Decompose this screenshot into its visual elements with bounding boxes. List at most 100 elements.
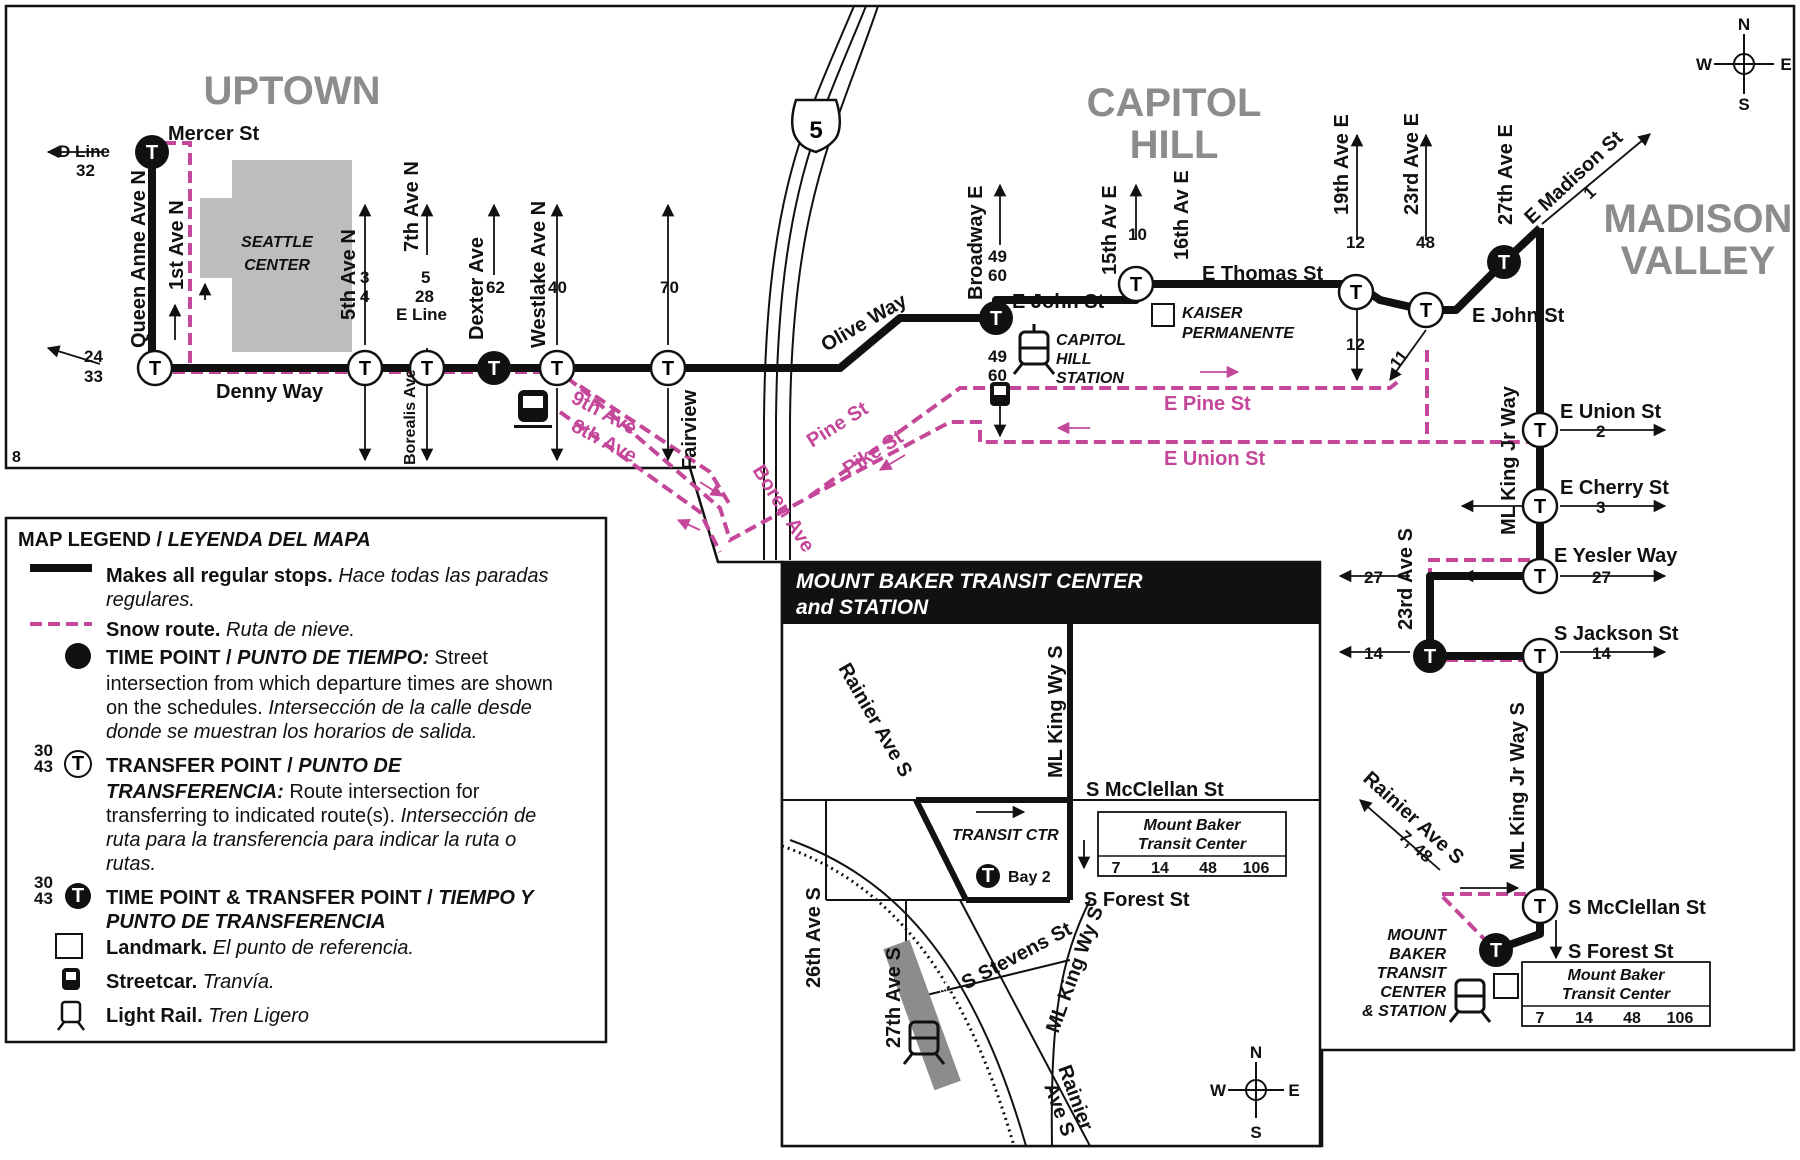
svg-text:T: T — [1424, 646, 1436, 668]
compass-icon: N S E W — [1696, 15, 1792, 114]
light-rail-icon-mtbaker — [1448, 978, 1492, 1023]
svg-text:11: 11 — [1386, 347, 1412, 373]
svg-text:TIME POINT & TRANSFER POINT /: TIME POINT & TRANSFER POINT / TIEMPO Y — [106, 887, 535, 909]
svg-text:Broadway E: Broadway E — [965, 186, 987, 300]
transfer-point-mcclellan: T — [1521, 887, 1559, 925]
tt-point-dexter: T — [477, 351, 511, 385]
svg-text:T: T — [1350, 282, 1362, 304]
svg-text:Queen Anne Ave N: Queen Anne Ave N — [128, 170, 150, 348]
streetcar-icon — [514, 390, 552, 428]
district-madison-1: MADISON — [1604, 197, 1793, 241]
tt-point-27th: T — [1487, 245, 1521, 279]
svg-text:T: T — [1130, 274, 1142, 296]
svg-text:TIME POINT / PUNTO DE TIEMPO:: TIME POINT / PUNTO DE TIEMPO: Street — [106, 647, 488, 669]
mtbaker-routes-table: Mount Baker Transit Center 7 14 48 106 — [1521, 961, 1711, 1027]
svg-text:27: 27 — [1364, 568, 1383, 587]
svg-text:regulares.: regulares. — [106, 589, 195, 611]
svg-text:E: E — [1780, 55, 1791, 74]
svg-text:27th Ave E: 27th Ave E — [1495, 124, 1517, 225]
svg-text:43: 43 — [34, 889, 53, 908]
light-rail-icon — [1012, 324, 1056, 375]
svg-text:30: 30 — [34, 873, 53, 892]
svg-text:T: T — [1534, 896, 1546, 918]
svg-text:S: S — [1250, 1123, 1261, 1142]
svg-text:7th Ave N: 7th Ave N — [401, 161, 423, 252]
svg-text:T: T — [488, 358, 500, 380]
transfer-point-19th: T — [1337, 273, 1375, 311]
transfer-point-15th: T — [1117, 265, 1155, 303]
svg-text:12: 12 — [1346, 335, 1365, 354]
transfer-point-jackson: T — [1521, 637, 1559, 675]
mount-baker-inset: MOUNT BAKER TRANSIT CENTER and STATION R… — [780, 560, 1322, 1148]
svg-text:23rd Ave E: 23rd Ave E — [1401, 113, 1423, 215]
svg-text:Westlake Ave N: Westlake Ave N — [528, 201, 550, 348]
svg-text:E Union St: E Union St — [1164, 448, 1265, 470]
district-capitol-2: HILL — [1130, 123, 1219, 167]
district-uptown: UPTOWN — [203, 69, 380, 113]
transfer-point-cherry: T — [1521, 487, 1559, 525]
svg-text:Snow route. Ruta de nieve.: Snow route. Ruta de nieve. — [106, 619, 355, 641]
svg-text:7: 7 — [1112, 860, 1121, 877]
svg-text:14: 14 — [1364, 644, 1383, 663]
svg-text:3: 3 — [1596, 498, 1605, 517]
svg-text:T: T — [421, 358, 433, 380]
svg-text:T: T — [1534, 646, 1546, 668]
svg-text:70: 70 — [660, 278, 679, 297]
svg-text:Dexter Ave: Dexter Ave — [466, 237, 488, 340]
page-number: 8 — [12, 449, 21, 466]
svg-text:TRANSIT CTR: TRANSIT CTR — [952, 827, 1059, 844]
svg-text:BAKER: BAKER — [1389, 946, 1446, 963]
svg-text:E Thomas St: E Thomas St — [1202, 263, 1323, 285]
svg-text:S Forest St: S Forest St — [1084, 889, 1190, 911]
capitol-station-label-1: CAPITOL — [1056, 332, 1126, 349]
svg-text:Streetcar. Tranvía.: Streetcar. Tranvía. — [106, 971, 275, 993]
svg-text:T: T — [551, 358, 563, 380]
svg-text:MOUNT BAKER TRANSIT CENTER: MOUNT BAKER TRANSIT CENTER — [796, 570, 1143, 593]
svg-text:E Yesler Way: E Yesler Way — [1554, 545, 1678, 567]
svg-text:ML King Wy S: ML King Wy S — [1045, 645, 1067, 778]
svg-text:ruta para la transferencia par: ruta para la transferencia para indicar … — [106, 829, 516, 851]
seattle-center-landmark — [232, 160, 352, 352]
svg-text:12: 12 — [1346, 233, 1365, 252]
inset-compass-icon: N S E W — [1210, 1043, 1300, 1142]
svg-text:49: 49 — [988, 347, 1007, 366]
svg-text:62: 62 — [486, 278, 505, 297]
transfer-point-qa: T — [136, 349, 174, 387]
i5-shield-number: 5 — [809, 117, 822, 144]
svg-text:14: 14 — [1575, 1010, 1593, 1027]
svg-text:19th Ave E: 19th Ave E — [1331, 114, 1353, 215]
svg-text:E John St: E John St — [1012, 291, 1105, 313]
svg-text:E Line: E Line — [396, 305, 447, 324]
svg-text:Bay 2: Bay 2 — [1008, 869, 1051, 886]
svg-text:T: T — [982, 865, 994, 887]
transfer-point-union: T — [1521, 411, 1559, 449]
svg-text:Makes all regular stops. Hace: Makes all regular stops. Hace todas las … — [106, 565, 548, 587]
route-number-labels: D Line 32 24 33 3 4 5 28 E Line 62 40 70… — [58, 142, 1611, 866]
tt-point-broadway: T — [979, 301, 1013, 335]
svg-text:16th Av E: 16th Av E — [1171, 170, 1193, 260]
tt-point-mercer: T — [135, 135, 169, 169]
svg-text:T: T — [72, 885, 84, 907]
svg-text:D Line: D Line — [58, 142, 110, 161]
svg-text:3: 3 — [360, 268, 369, 287]
transfer-point-yesler: T — [1521, 557, 1559, 595]
svg-text:106: 106 — [1243, 860, 1270, 877]
svg-text:rutas.: rutas. — [106, 853, 156, 875]
map-legend: MAP LEGEND / LEYENDA DEL MAPA Makes all … — [4, 516, 608, 1044]
svg-text:1: 1 — [1580, 183, 1600, 203]
svg-text:W: W — [1210, 1081, 1227, 1100]
svg-text:32: 32 — [76, 161, 95, 180]
snow-route-arrows — [676, 365, 1240, 531]
svg-text:Denny Way: Denny Way — [216, 381, 324, 403]
svg-text:T: T — [1534, 496, 1546, 518]
svg-text:T: T — [146, 142, 158, 164]
svg-text:Fairview: Fairview — [679, 390, 701, 470]
svg-text:10: 10 — [1128, 225, 1147, 244]
svg-text:E: E — [1288, 1081, 1299, 1100]
svg-text:30: 30 — [34, 741, 53, 760]
capitol-station-label-2: HILL — [1056, 351, 1092, 368]
svg-text:and STATION: and STATION — [796, 596, 929, 619]
svg-text:5: 5 — [421, 268, 430, 287]
kaiser-label-1: KAISER — [1182, 305, 1243, 322]
